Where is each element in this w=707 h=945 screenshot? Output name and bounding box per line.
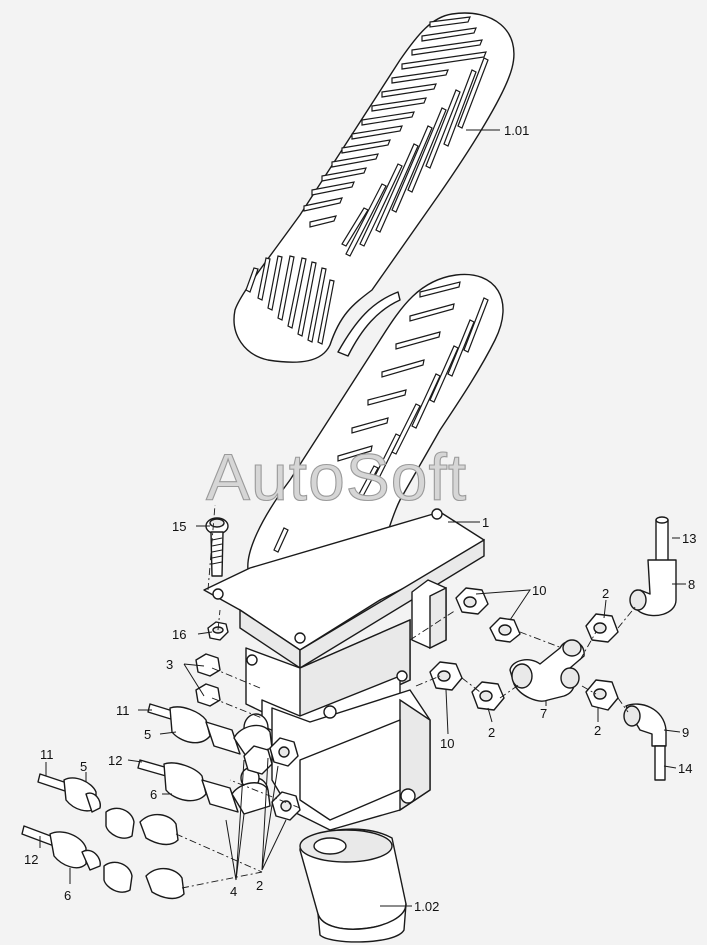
elbow-9-14 [623, 703, 667, 781]
valve-body [240, 618, 431, 831]
callout-1-01: 1.01 [504, 123, 529, 138]
plug-3 [195, 653, 221, 707]
bolt-15 [205, 517, 229, 577]
callout-6-lower: 6 [64, 888, 71, 903]
callout-2-left: 2 [256, 878, 263, 893]
callout-12-lower: 12 [24, 852, 38, 867]
callout-labels: 1.01 1 15 16 13 8 10 2 3 11 5 10 2 7 2 9… [24, 123, 696, 914]
hose-assembly-11-5-lower [37, 773, 179, 846]
callout-5-upper: 5 [144, 727, 151, 742]
callout-1: 1 [482, 515, 489, 530]
callout-8: 8 [688, 577, 695, 592]
fitting-10-top [455, 587, 521, 643]
callout-12-upper: 12 [108, 753, 122, 768]
tee-fitting-7 [509, 639, 585, 702]
hose-assembly-12-6-lower [21, 825, 185, 900]
callout-11-lower: 11 [40, 747, 54, 762]
callout-7: 7 [540, 706, 547, 721]
callout-2-top-right: 2 [602, 586, 609, 601]
callout-5-lower: 5 [80, 759, 87, 774]
fittings-2-left [243, 737, 301, 821]
callout-2-right: 2 [594, 723, 601, 738]
callout-3: 3 [166, 657, 173, 672]
callout-15: 15 [172, 519, 186, 534]
fitting-2-group [471, 613, 619, 711]
assembly-center-lines [175, 504, 637, 889]
elbow-8-13 [629, 516, 677, 617]
callout-4: 4 [230, 884, 237, 899]
watermark: AutoSoft [206, 440, 467, 514]
callout-11-upper: 11 [116, 703, 130, 718]
hose-assembly-11-5 [147, 703, 273, 757]
callout-10-bottom: 10 [440, 736, 454, 751]
callout-2-mid: 2 [488, 725, 495, 740]
fitting-10-bottom [429, 661, 463, 691]
callout-13: 13 [682, 531, 696, 546]
callout-leaders [39, 129, 686, 907]
hose-assembly-12-6-upper [137, 759, 271, 815]
nut-16 [207, 621, 229, 641]
callout-6-upper: 6 [150, 787, 157, 802]
pedal-pad-upper [233, 12, 515, 363]
callout-10-top: 10 [532, 583, 546, 598]
callout-9: 9 [682, 725, 689, 740]
callout-1-02: 1.02 [414, 899, 439, 914]
actuator-canister [299, 828, 407, 943]
callout-16: 16 [172, 627, 186, 642]
callout-14: 14 [678, 761, 692, 776]
